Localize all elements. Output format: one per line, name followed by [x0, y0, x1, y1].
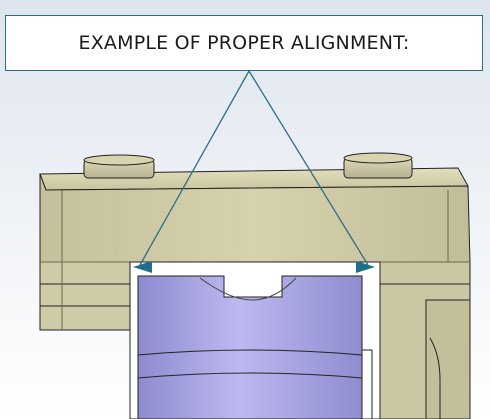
bracket-part [39, 167, 471, 419]
alignment-callout-box: EXAMPLE OF PROPER ALIGNMENT: [5, 15, 483, 71]
left-screw-head [83, 154, 155, 179]
leader-lines [139, 70, 369, 266]
right-screw-head [343, 152, 413, 179]
arrowhead-right-icon [356, 261, 375, 273]
bracket-left-leg [39, 261, 131, 331]
insert-part [137, 275, 373, 419]
arrowhead-left-icon [133, 261, 152, 273]
bracket-front-face [39, 173, 471, 275]
alignment-callout-label: EXAMPLE OF PROPER ALIGNMENT: [78, 32, 410, 54]
leader-line-right [248, 70, 369, 266]
leader-line-left [139, 70, 250, 266]
